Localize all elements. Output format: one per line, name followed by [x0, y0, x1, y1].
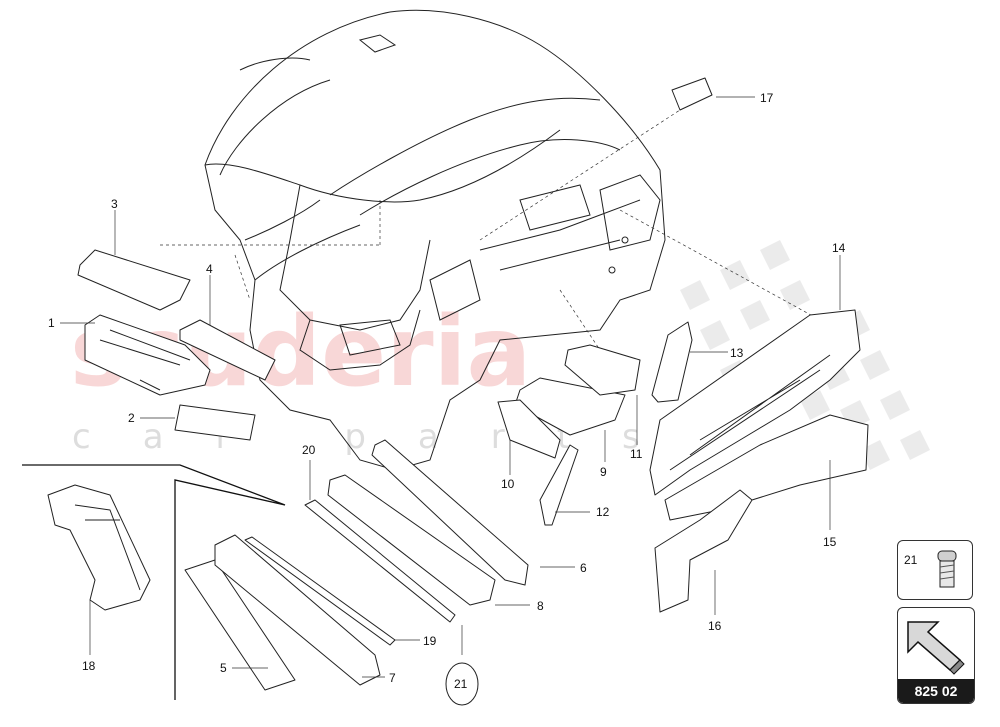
part-17-clip[interactable] [671, 77, 713, 111]
callout-18[interactable]: 18 [82, 659, 96, 673]
car-body-structure [204, 9, 666, 471]
callout-19[interactable]: 19 [423, 634, 437, 648]
callout-17[interactable]: 17 [760, 91, 774, 105]
inset-pointer [22, 464, 286, 700]
callout-8[interactable]: 8 [537, 599, 544, 613]
callout-14[interactable]: 14 [832, 241, 846, 255]
callout-12[interactable]: 12 [596, 505, 610, 519]
part-18-bracket[interactable] [47, 484, 151, 611]
part-7-panel[interactable] [214, 534, 381, 686]
part-14-detail [669, 354, 831, 471]
callout-21-circled[interactable]: 21 [445, 662, 479, 706]
callout-2[interactable]: 2 [128, 411, 135, 425]
part-4-panel[interactable] [179, 319, 276, 381]
part-3-panel[interactable] [77, 249, 191, 311]
callout-20[interactable]: 20 [302, 443, 316, 457]
page-navigation-box[interactable]: 825 02 [897, 607, 975, 704]
callout-leader-lines [60, 96, 841, 678]
part-13-panel[interactable] [651, 321, 693, 403]
part-12-strip[interactable] [539, 444, 579, 526]
part-21-reference-box[interactable]: 21 [897, 540, 973, 600]
callout-13[interactable]: 13 [730, 346, 744, 360]
part-15-panel[interactable] [664, 414, 869, 521]
callout-3[interactable]: 3 [111, 197, 118, 211]
part-8-panel[interactable] [327, 474, 496, 606]
dashed-leader-lines [160, 109, 821, 351]
part-20-strip[interactable] [304, 499, 456, 623]
callout-10[interactable]: 10 [501, 477, 515, 491]
arrow-up-left-icon [907, 621, 965, 675]
part-5-panel[interactable] [184, 559, 296, 691]
callout-4[interactable]: 4 [206, 262, 213, 276]
part-18-detail [74, 504, 141, 591]
part-10-panel[interactable] [497, 399, 561, 459]
callout-11[interactable]: 11 [630, 447, 643, 461]
part-21-label: 21 [904, 553, 918, 567]
part-16-panel[interactable] [654, 489, 753, 613]
callout-1[interactable]: 1 [48, 316, 55, 330]
part-6-panel[interactable] [371, 439, 529, 586]
callout-6[interactable]: 6 [580, 561, 587, 575]
part-2-panel[interactable] [174, 404, 256, 441]
part-11-panel[interactable] [564, 344, 641, 396]
bolt-icon [937, 550, 957, 588]
callout-21[interactable]: 21 [454, 677, 468, 691]
callout-7[interactable]: 7 [389, 671, 396, 685]
page-code: 825 02 [898, 679, 974, 703]
callout-15[interactable]: 15 [823, 535, 837, 549]
callout-16[interactable]: 16 [708, 619, 722, 633]
callout-9[interactable]: 9 [600, 465, 607, 479]
callout-5[interactable]: 5 [220, 661, 227, 675]
checkered-flag-watermark [680, 240, 930, 470]
part-1-detail [99, 329, 191, 391]
